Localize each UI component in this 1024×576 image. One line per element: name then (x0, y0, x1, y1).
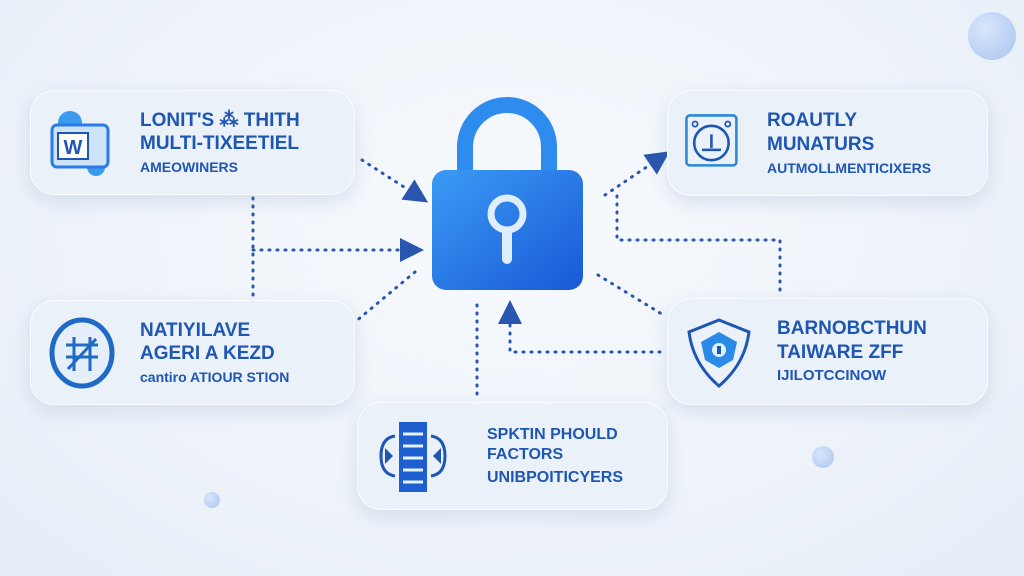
card-subtitle: MUNATURS (767, 133, 875, 155)
card-caption: UNIBPOITICYERS (487, 468, 624, 486)
card-subtitle: FACTORS (487, 445, 564, 463)
card-title: ROAUTLY (767, 110, 858, 131)
word-document-icon: W (50, 110, 110, 176)
card-caption: cantiro ATIOUR STION (140, 369, 290, 385)
decorative-bubble (204, 492, 220, 508)
card-subtitle: AGERI A KEZD (140, 343, 275, 365)
svg-text:W: W (64, 137, 83, 159)
card-title: BARNOBCTHUN (777, 317, 927, 339)
card-title: NATIYILAVE (140, 319, 251, 341)
card-caption: IJILOTCCINOW (777, 367, 887, 385)
padlock-icon (430, 92, 585, 292)
shield-icon (687, 317, 751, 388)
card-title: SPKTIN PHOULD (487, 425, 618, 443)
decorative-bubble (968, 12, 1016, 60)
card-subtitle: MULTI-TIXEETIEL (140, 133, 300, 155)
card-server[interactable]: SPKTIN PHOULD FACTORS UNIBPOITICYERS (357, 402, 668, 510)
card-caption: AUTMOLLMENTICIXERS (767, 159, 932, 176)
emblem-icon (49, 317, 115, 388)
card-caption: AMEOWINERS (140, 159, 238, 175)
server-tower-icon (379, 422, 447, 492)
biometric-device-icon (685, 114, 738, 167)
card-subtitle: TAIWARE ZFF (777, 341, 904, 363)
card-title: LONIT'S ⁂ THITH (140, 109, 300, 131)
decorative-bubble (812, 446, 834, 468)
